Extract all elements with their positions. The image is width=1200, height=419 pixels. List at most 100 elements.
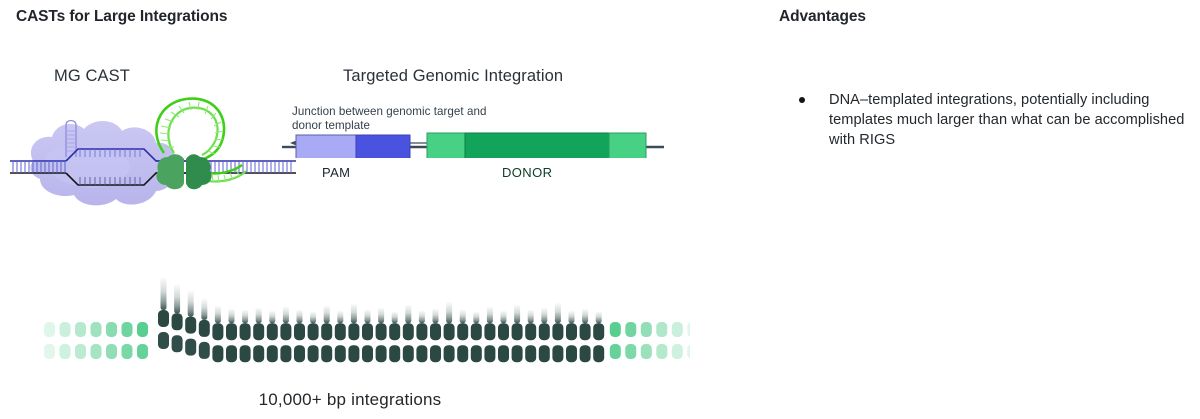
gel-band <box>566 345 577 363</box>
gel-band <box>582 308 589 324</box>
gel-band <box>266 345 278 363</box>
gel-band <box>552 345 564 363</box>
gel-band <box>280 345 292 363</box>
gel-band <box>321 345 333 363</box>
gel-band <box>171 335 183 353</box>
gel-band <box>486 306 493 324</box>
donor-block <box>464 132 610 162</box>
gel-band <box>106 322 117 337</box>
gel-band <box>625 344 637 359</box>
gel-band <box>470 345 482 363</box>
gel-band <box>656 322 668 337</box>
gel-band <box>44 344 55 359</box>
bullet-dot-icon <box>799 97 805 103</box>
page-title: CASTs for Large Integrations <box>16 8 228 25</box>
gel-band <box>402 345 414 363</box>
gel-band <box>500 310 507 324</box>
gel-band <box>541 307 548 324</box>
donor-right-arm <box>608 132 647 162</box>
gel-band <box>554 302 561 324</box>
gel-band <box>185 338 197 356</box>
gel-band <box>296 309 303 324</box>
gel-band <box>362 345 373 363</box>
gel-band <box>593 323 605 341</box>
gel-band <box>671 344 683 359</box>
gel-band <box>171 313 183 331</box>
gel-band <box>214 305 221 324</box>
gel-band <box>90 322 102 337</box>
gel-band <box>348 345 360 363</box>
gel-band <box>198 319 210 337</box>
gel-band <box>137 322 148 337</box>
gel-band <box>552 323 564 341</box>
gel-band <box>525 323 537 341</box>
gel-band <box>609 344 621 359</box>
gel-band <box>59 344 71 359</box>
advantage-text: DNA–templated integrations, potentially … <box>829 92 1185 148</box>
gel-band <box>158 332 169 349</box>
gel-band <box>432 308 439 324</box>
gel-band <box>226 323 237 341</box>
gel-caption: 10,000+ bp integrations <box>258 390 442 409</box>
gel-band <box>294 323 305 341</box>
mg-cast-diagram <box>8 95 298 220</box>
protein-blob-icon <box>30 120 176 206</box>
gel-band <box>568 310 575 324</box>
gel-band <box>106 344 117 359</box>
gel-band <box>484 323 496 341</box>
gel-band <box>280 323 292 341</box>
gel-band <box>671 322 683 337</box>
gel-band <box>90 344 102 359</box>
gel-band <box>198 341 210 359</box>
gel-band <box>391 311 398 324</box>
gel-band <box>158 310 169 327</box>
gel-band-figure <box>30 276 714 378</box>
gel-band <box>137 344 148 359</box>
gel-band <box>498 323 509 341</box>
mg-cast-label: MG CAST <box>54 67 130 85</box>
gel-band <box>457 323 469 341</box>
gel-band <box>511 323 523 341</box>
gel-band <box>498 345 509 363</box>
gel-band <box>418 310 425 324</box>
gel-band <box>239 323 251 341</box>
donor-left-arm <box>426 132 466 162</box>
junction-annotation: Junction between genomic target and dono… <box>292 105 487 132</box>
gel-band <box>226 345 237 363</box>
genomic-dna-left <box>10 160 66 174</box>
gel-band <box>201 297 208 320</box>
gel-band <box>375 345 387 363</box>
gel-band <box>443 345 455 363</box>
gel-band <box>269 310 276 324</box>
gel-svg <box>44 276 714 363</box>
gel-band <box>402 323 414 341</box>
gel-band <box>389 345 401 363</box>
gel-band <box>430 323 441 341</box>
gel-band <box>405 304 412 324</box>
gel-band <box>59 322 71 337</box>
gel-band <box>323 305 330 324</box>
gel-band <box>625 322 637 337</box>
gel-band <box>255 307 262 324</box>
gel-band <box>364 309 371 324</box>
gel-band <box>457 345 469 363</box>
gel-band <box>470 323 482 341</box>
gel-band <box>253 323 265 341</box>
gel-band <box>174 283 181 314</box>
advantages-title: Advantages <box>779 8 866 25</box>
gel-band <box>266 323 278 341</box>
cast-complex-svg <box>10 97 296 206</box>
list-item: DNA–templated integrations, potentially … <box>779 90 1189 150</box>
gel-band <box>121 322 133 337</box>
gel-band <box>389 323 401 341</box>
protospacer-block <box>355 134 411 160</box>
gel-band <box>212 323 224 341</box>
gel-band <box>337 310 344 324</box>
gel-band <box>579 323 591 341</box>
gel-band <box>609 322 621 337</box>
gel-band <box>375 323 387 341</box>
gel-band <box>430 345 441 363</box>
gel-band <box>294 345 305 363</box>
gel-band <box>566 323 577 341</box>
gel-band <box>44 322 55 337</box>
